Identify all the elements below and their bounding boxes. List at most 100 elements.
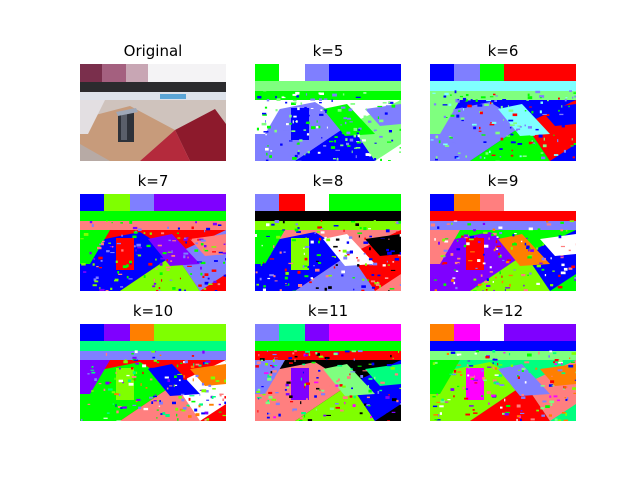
segment-region <box>80 324 104 341</box>
photo-region <box>80 144 110 161</box>
segment-noise <box>256 90 401 161</box>
segment-region <box>498 364 550 396</box>
segment-region <box>104 194 130 211</box>
subplot-title: k=7 <box>137 172 169 190</box>
segment-noise <box>430 90 576 161</box>
segment-region <box>430 64 454 81</box>
segment-region <box>323 234 375 266</box>
segment-region <box>454 194 480 211</box>
segment-region <box>154 324 226 341</box>
segment-region <box>255 211 401 221</box>
segment-region <box>498 104 550 136</box>
photo-region <box>102 64 126 82</box>
segment-region <box>104 324 130 341</box>
segment-region <box>430 230 460 264</box>
segment-region <box>80 360 110 394</box>
segment-region <box>430 211 576 221</box>
photo-region <box>80 92 226 100</box>
photo-region <box>121 114 127 140</box>
photo-region <box>116 108 138 116</box>
segment-region <box>305 194 329 211</box>
segment-region <box>498 234 550 266</box>
segment-region <box>430 194 454 211</box>
photo-region <box>140 130 190 161</box>
segment-region <box>255 351 401 360</box>
segment-region <box>430 81 576 91</box>
subplot-title: k=11 <box>307 302 349 320</box>
segment-noise <box>80 350 226 421</box>
photo-region <box>148 64 226 82</box>
segment-region <box>80 341 226 351</box>
segmented-image <box>430 194 576 291</box>
segment-region <box>323 364 375 396</box>
segment-region <box>323 104 375 136</box>
original-photo <box>80 64 226 161</box>
segment-region <box>148 364 200 396</box>
segment-region <box>305 64 329 81</box>
segment-region <box>540 364 576 386</box>
segment-region <box>255 324 279 341</box>
photo-region <box>175 109 226 161</box>
photo-region <box>80 64 102 82</box>
segment-region <box>454 324 480 341</box>
segment-region <box>80 230 110 264</box>
subplot-title: k=10 <box>132 302 174 320</box>
segment-region <box>279 324 305 341</box>
segment-region <box>430 324 454 341</box>
segment-region <box>255 341 401 351</box>
segment-region <box>466 368 484 400</box>
segment-region <box>255 81 401 91</box>
segment-region <box>329 194 401 211</box>
segment-region <box>480 64 504 81</box>
segment-region <box>504 194 576 211</box>
segment-region <box>430 221 576 230</box>
segment-region <box>80 211 226 221</box>
segment-region <box>480 324 504 341</box>
segment-noise <box>80 220 226 291</box>
segment-noise <box>255 220 401 291</box>
segment-region <box>540 234 576 256</box>
segment-region <box>255 221 401 230</box>
segment-region <box>540 104 576 126</box>
segment-region <box>279 64 305 81</box>
photo-region <box>160 94 186 99</box>
segment-region <box>480 194 504 211</box>
segment-noise <box>430 220 576 291</box>
segmented-image <box>80 324 226 421</box>
segment-region <box>255 64 279 81</box>
segment-region <box>430 341 576 351</box>
segment-region <box>430 91 576 100</box>
subplot-title: Original <box>123 42 183 60</box>
subplot-title: k=12 <box>482 302 524 320</box>
segment-region <box>255 100 285 134</box>
segment-region <box>130 324 154 341</box>
segment-region <box>154 194 226 211</box>
subplot-title: k=8 <box>312 172 344 190</box>
segment-region <box>291 238 309 270</box>
segment-region <box>190 234 226 256</box>
subplot-title: k=6 <box>487 42 519 60</box>
segmented-image <box>255 324 401 421</box>
segment-region <box>80 221 226 230</box>
segmented-image <box>430 324 576 421</box>
subplot-title: k=9 <box>487 172 519 190</box>
segment-region <box>255 194 279 211</box>
segment-region <box>255 91 401 100</box>
segment-noise <box>432 350 576 421</box>
photo-region <box>80 100 105 134</box>
segment-region <box>430 360 460 394</box>
segment-region <box>329 324 401 341</box>
segmented-image <box>255 194 401 291</box>
segment-region <box>504 64 576 81</box>
segmented-image <box>80 194 226 291</box>
segment-region <box>504 324 576 341</box>
segment-region <box>454 64 480 81</box>
segment-region <box>279 194 305 211</box>
segment-region <box>430 351 576 360</box>
photo-region <box>80 82 226 92</box>
segment-region <box>116 238 134 270</box>
subplot-title: k=5 <box>312 42 344 60</box>
segment-region <box>80 194 104 211</box>
segmented-image <box>255 64 401 161</box>
segment-region <box>80 351 226 360</box>
